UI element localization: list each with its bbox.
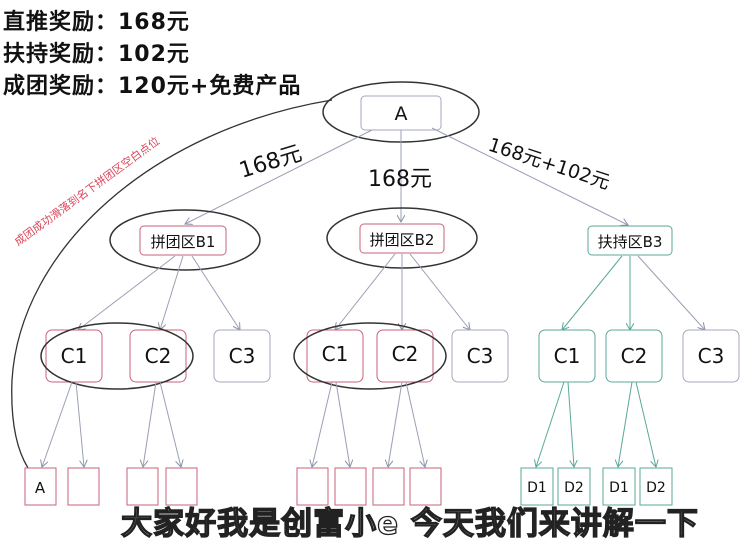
node-b2-c1[interactable] bbox=[306, 329, 364, 383]
leaf-b3-d2b[interactable] bbox=[639, 467, 673, 506]
leaf-b2-1[interactable] bbox=[296, 467, 329, 506]
node-b3-c2[interactable] bbox=[605, 329, 663, 383]
reward-direct: 直推奖励：168元 bbox=[3, 10, 190, 35]
node-b2-c2-label: C2 bbox=[392, 342, 419, 366]
node-b2-c3-label: C3 bbox=[467, 344, 494, 368]
leaf-b1-4[interactable] bbox=[165, 467, 198, 506]
leaf-b2-4[interactable] bbox=[409, 467, 442, 506]
node-b2-c1-label: C1 bbox=[322, 342, 349, 366]
leaf-b3-d1a-label: D1 bbox=[527, 480, 547, 496]
node-b1-c2[interactable] bbox=[129, 329, 187, 383]
rollover-arc bbox=[11, 99, 333, 469]
node-b1-c3-label: C3 bbox=[229, 344, 256, 368]
video-subtitle: 大家好我是创富小e 今天我们来讲解一下 bbox=[120, 505, 699, 542]
b-c-edges bbox=[78, 253, 705, 330]
leaf-b2-3[interactable] bbox=[372, 467, 405, 506]
node-b1-c1[interactable] bbox=[45, 329, 103, 383]
root-edges bbox=[185, 127, 628, 225]
leaf-b1-1[interactable] bbox=[24, 467, 57, 506]
leaf-b2-2[interactable] bbox=[334, 467, 367, 506]
node-b1-c1-label: C1 bbox=[61, 344, 88, 368]
node-b1-label: 拼团区B1 bbox=[151, 233, 216, 251]
b1-c-group-ellipse bbox=[40, 322, 194, 390]
node-b3-label: 扶持区B3 bbox=[598, 233, 663, 251]
leaf-b3-d1b[interactable] bbox=[602, 467, 636, 506]
b1-ellipse bbox=[109, 209, 261, 271]
c-leaf-edges bbox=[42, 381, 656, 467]
leaf-b3-d2a-label: D2 bbox=[564, 480, 584, 496]
reward-support: 扶持奖励：102元 bbox=[3, 42, 190, 67]
node-a-label: A bbox=[395, 103, 408, 125]
node-b3-c3[interactable] bbox=[682, 329, 740, 383]
leaf-b3-d2a[interactable] bbox=[557, 467, 591, 506]
leaf-b1-1-label: A bbox=[35, 479, 46, 497]
leaf-b3-d1b-label: D1 bbox=[609, 480, 629, 496]
node-b3-c1-label: C1 bbox=[554, 344, 581, 368]
leaf-b1-3[interactable] bbox=[126, 467, 159, 506]
node-b1[interactable] bbox=[139, 225, 227, 256]
node-b2-c3[interactable] bbox=[451, 329, 509, 383]
node-b2-c2[interactable] bbox=[376, 329, 434, 383]
b2-c-group-ellipse bbox=[293, 322, 447, 390]
leaf-b3-d2b-label: D2 bbox=[646, 480, 666, 496]
node-b3[interactable] bbox=[587, 225, 673, 256]
edge-label-b2: 168元 bbox=[368, 167, 432, 192]
node-b3-c2-label: C2 bbox=[621, 344, 648, 368]
leaf-b3-d1a[interactable] bbox=[520, 467, 554, 506]
node-b2-label: 拼团区B2 bbox=[370, 231, 435, 249]
edge-label-b1: 168元 bbox=[236, 141, 305, 184]
node-b1-c3[interactable] bbox=[213, 329, 271, 383]
node-b2[interactable] bbox=[359, 223, 445, 254]
reward-group: 成团奖励：120元+免费产品 bbox=[3, 74, 302, 99]
node-b3-c1[interactable] bbox=[538, 329, 596, 383]
node-b1-c2-label: C2 bbox=[145, 344, 172, 368]
node-b3-c3-label: C3 bbox=[698, 344, 725, 368]
leaf-b1-2[interactable] bbox=[67, 467, 100, 506]
